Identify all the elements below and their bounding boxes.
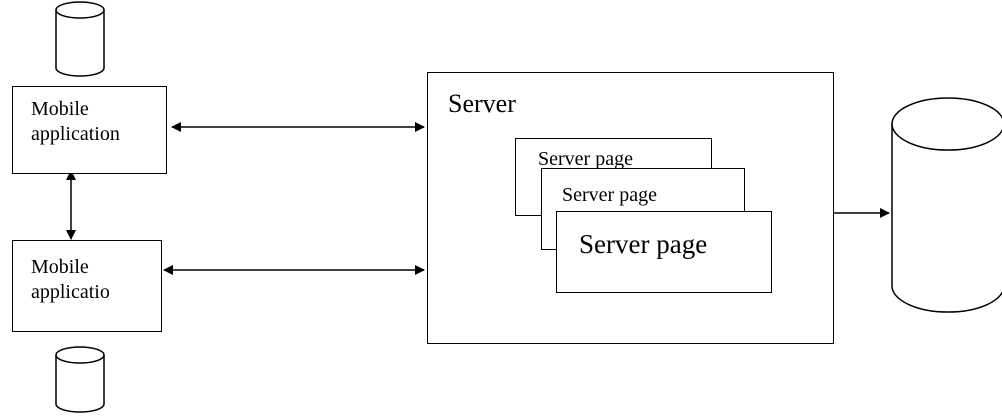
server-page-3-label: Server page — [579, 229, 708, 259]
mobile-2-database-icon — [55, 346, 105, 413]
mobile-application-1-label: Mobile application — [31, 98, 120, 145]
server-box: Server — [427, 72, 834, 344]
server-title: Server — [448, 89, 516, 118]
mobile-application-2-label: Mobile applicatio — [31, 256, 110, 303]
mobile-application-2-box: Mobile applicatio — [12, 240, 162, 332]
mobile-1-database-icon — [55, 1, 105, 77]
server-page-3-box: Server page — [556, 211, 772, 293]
server-page-2-label: Server page — [562, 184, 657, 206]
server-page-1-label: Server page — [538, 148, 633, 170]
server-database-icon — [891, 97, 1002, 313]
mobile-application-1-box: Mobile application — [12, 86, 167, 174]
